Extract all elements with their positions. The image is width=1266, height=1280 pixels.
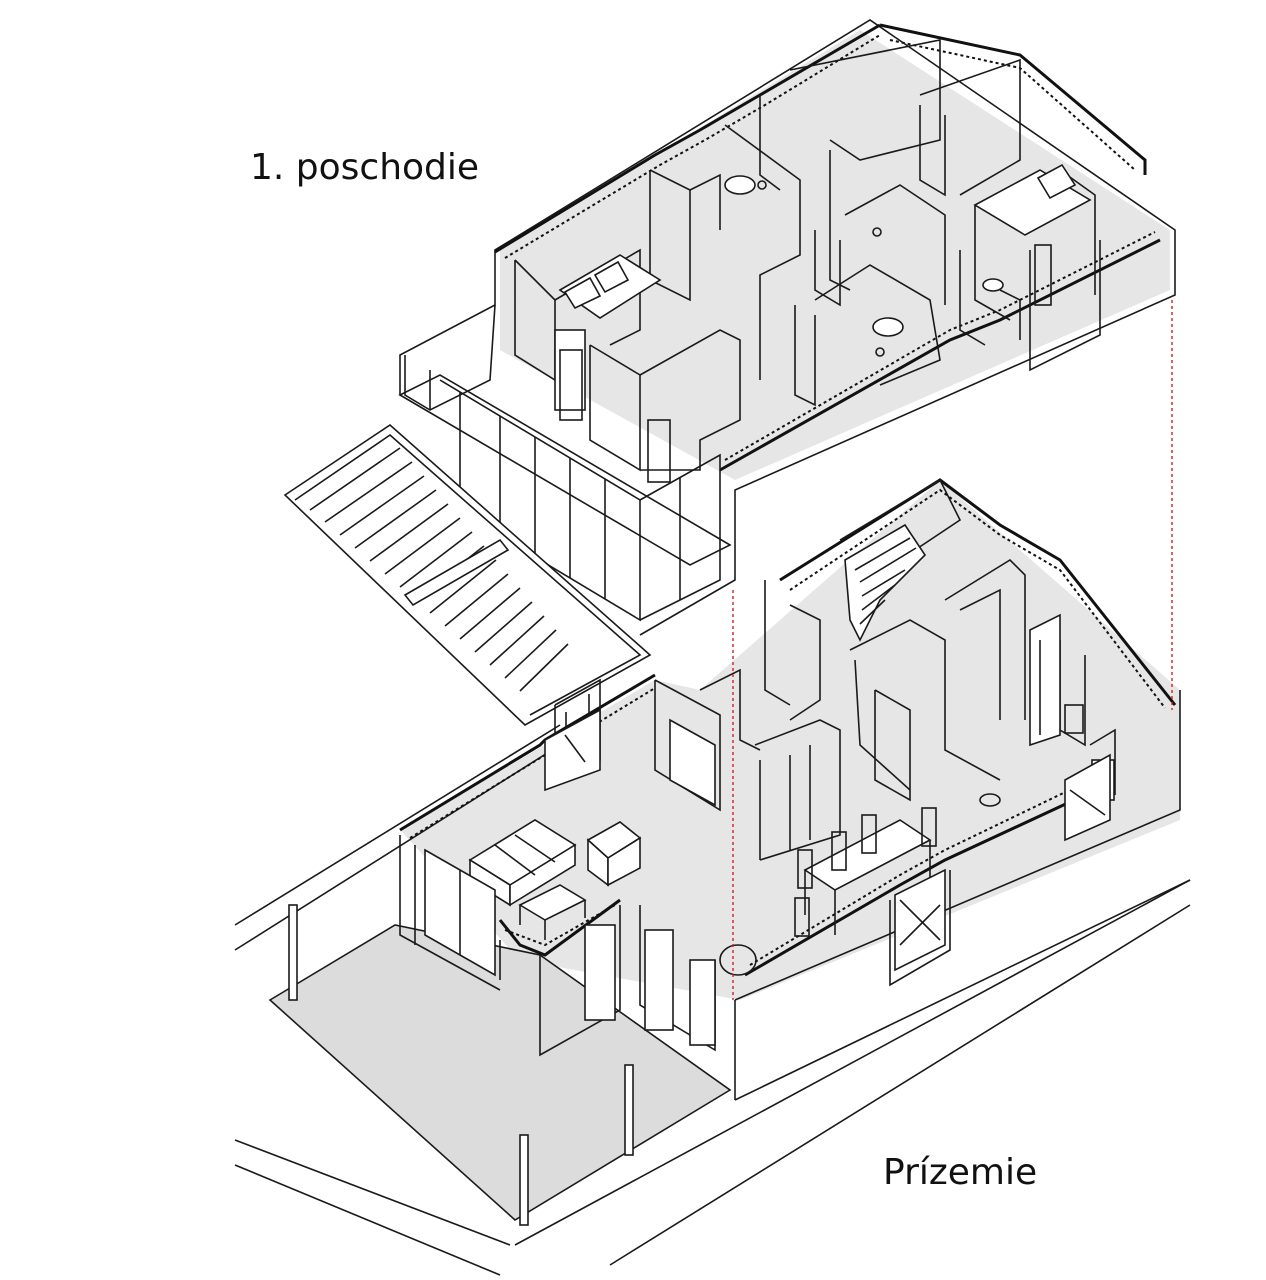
sink-icon xyxy=(982,278,1004,292)
bed-icon xyxy=(558,254,662,319)
alignment-guides xyxy=(732,300,1173,1000)
door-icon xyxy=(584,924,716,1046)
upper-floor-label: 1. poschodie xyxy=(250,147,480,188)
bed-icon xyxy=(973,163,1092,236)
upper-floor-model xyxy=(283,19,1176,726)
toilet-icon xyxy=(872,227,904,357)
pergola-icon xyxy=(283,423,652,726)
toilet-icon xyxy=(724,175,767,195)
coffee-table xyxy=(518,884,587,940)
door-icon xyxy=(559,244,1052,483)
ground-floor-model xyxy=(234,478,1191,1276)
dining-set-icon xyxy=(794,807,937,937)
ground-floor-label: Prízemie xyxy=(883,1152,1038,1193)
sofa-icon xyxy=(468,819,577,907)
stairs-icon xyxy=(844,523,927,642)
armchair-icon xyxy=(586,821,642,887)
terrace xyxy=(268,924,732,1221)
window-icon xyxy=(424,708,1111,977)
